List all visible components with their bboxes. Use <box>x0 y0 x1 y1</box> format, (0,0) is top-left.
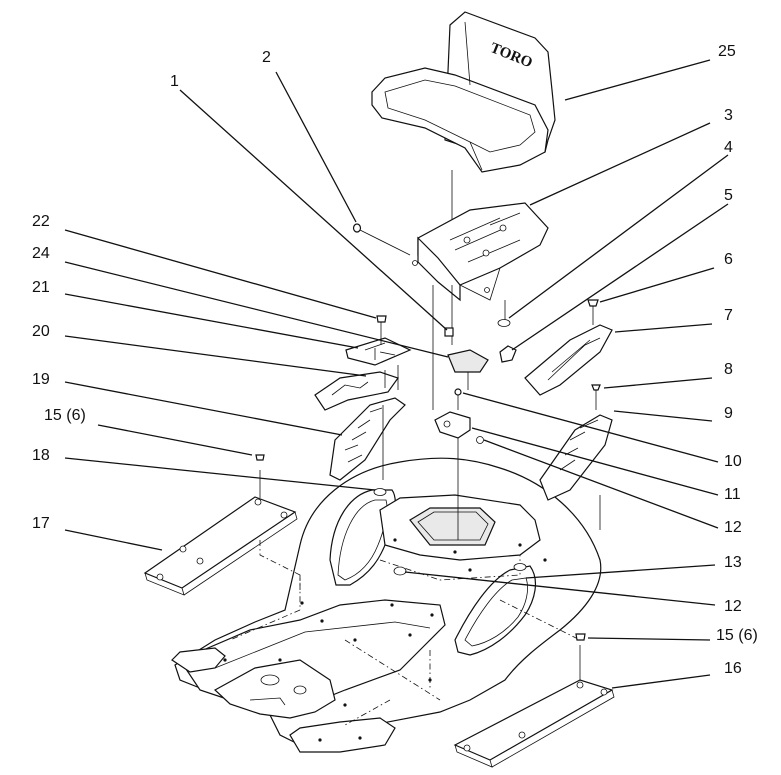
callout-7: 7 <box>724 307 733 324</box>
seat: TORO <box>371 11 556 230</box>
screw-15-right <box>575 633 586 641</box>
pin-22 <box>376 315 387 345</box>
leader-lines <box>64 59 729 689</box>
washer-13 <box>513 563 527 571</box>
bracket-11 <box>434 388 484 540</box>
callout-19: 19 <box>32 371 50 388</box>
callout-15-right: 15 (6) <box>716 627 758 644</box>
callout-8: 8 <box>724 361 733 378</box>
callout-25: 25 <box>718 43 736 60</box>
callout-4: 4 <box>724 139 733 156</box>
callout-11: 11 <box>724 486 741 503</box>
washer-4 <box>497 319 511 327</box>
pin-6 <box>587 299 599 325</box>
frame-holes <box>223 538 547 742</box>
callout-1: 1 <box>170 73 179 90</box>
callout-12-upper: 12 <box>724 519 742 536</box>
plate-20 <box>314 365 399 411</box>
plate-7 <box>524 324 613 396</box>
callout-13: 13 <box>724 554 742 571</box>
callout-21: 21 <box>32 279 50 296</box>
callout-9: 9 <box>724 405 733 422</box>
pad-24 <box>447 349 489 373</box>
callout-labels: 1 2 25 3 4 5 6 7 8 9 10 11 12 13 12 15 (… <box>32 43 758 677</box>
callout-6: 6 <box>724 251 733 268</box>
seat-pan <box>412 202 549 410</box>
bolt-2 <box>352 223 411 256</box>
pin-8 <box>591 384 601 410</box>
callout-20: 20 <box>32 323 50 340</box>
callout-17: 17 <box>32 515 50 532</box>
callout-22: 22 <box>32 213 50 230</box>
screw-15-left <box>255 454 265 461</box>
callout-24: 24 <box>32 245 50 262</box>
callout-3: 3 <box>724 107 733 124</box>
callout-10: 10 <box>724 453 742 470</box>
plate-21 <box>345 337 412 366</box>
callout-2: 2 <box>262 49 271 66</box>
callout-12-lower: 12 <box>724 598 742 615</box>
gate-19 <box>329 397 406 481</box>
callout-16: 16 <box>724 660 742 677</box>
washer-12-lower <box>393 566 407 576</box>
fender-frame <box>171 457 602 753</box>
footrest-17 <box>143 454 298 596</box>
callout-18: 18 <box>32 447 50 464</box>
callout-15-left: 15 (6) <box>44 407 86 424</box>
footrest-16 <box>453 633 615 768</box>
nut-12-upper <box>476 436 484 444</box>
callout-5: 5 <box>724 187 733 204</box>
washer-18 <box>373 488 387 496</box>
nut-1 <box>444 327 454 337</box>
